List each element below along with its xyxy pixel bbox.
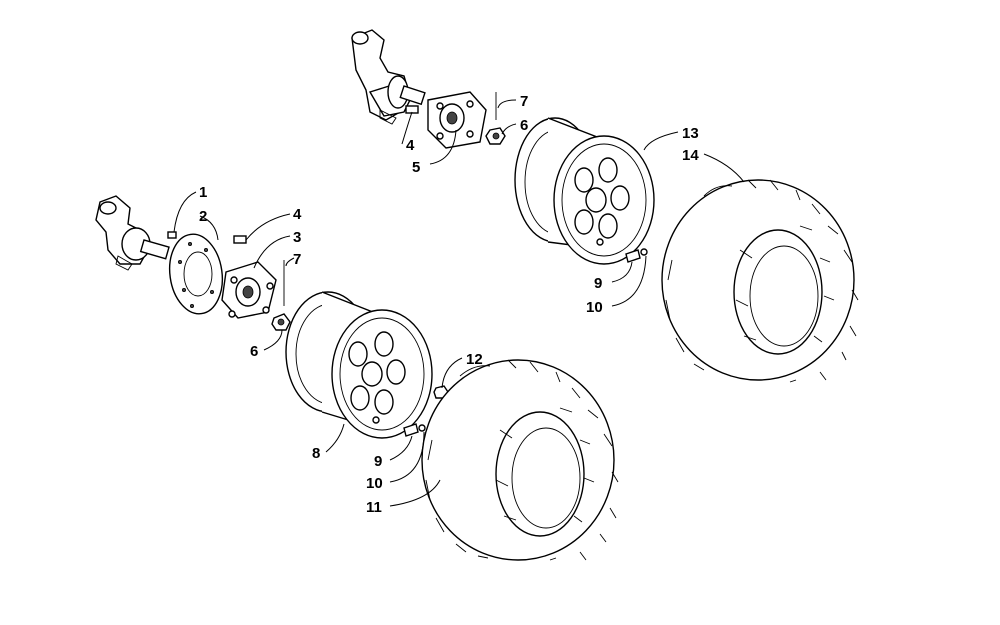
callout-6-lower: 6 <box>250 343 258 360</box>
callout-8: 8 <box>312 445 320 462</box>
lower-hub-nut <box>271 313 291 331</box>
upper-valve-stem <box>625 248 648 263</box>
callout-7-upper: 7 <box>520 93 528 110</box>
callout-9-upper: 9 <box>594 275 602 292</box>
upper-tire <box>661 179 859 383</box>
callout-12: 12 <box>466 351 483 368</box>
lower-steering-knuckle <box>95 195 151 271</box>
brake-disc-bolt <box>167 231 177 239</box>
callout-7-lower: 7 <box>293 251 301 268</box>
upper-steering-knuckle <box>351 29 413 125</box>
brake-disc <box>168 233 224 315</box>
lower-tire <box>421 359 619 561</box>
callout-2: 2 <box>199 208 207 225</box>
callout-9-lower: 9 <box>374 453 382 470</box>
upper-rim <box>514 117 655 265</box>
upper-wheel-stud <box>405 105 419 114</box>
leader-lines <box>173 99 745 507</box>
callout-6-upper: 6 <box>520 117 528 134</box>
callout-4-lower: 4 <box>293 206 302 223</box>
upper-hub-nut <box>485 127 506 145</box>
callout-10-upper: 10 <box>586 299 603 316</box>
lower-wheel-stud <box>233 235 247 244</box>
upper-axle-spline <box>399 85 426 106</box>
callout-11: 11 <box>366 499 382 516</box>
callout-13: 13 <box>682 125 699 142</box>
callout-4-upper: 4 <box>406 137 415 154</box>
upper-hub <box>427 91 487 149</box>
callout-10-lower: 10 <box>366 475 383 492</box>
lower-axle-spline <box>139 239 170 260</box>
callout-14: 14 <box>682 147 699 164</box>
lower-rim <box>285 291 433 439</box>
callout-5: 5 <box>412 159 420 176</box>
callout-1: 1 <box>199 184 207 201</box>
lower-valve-stem <box>403 423 426 437</box>
callout-3: 3 <box>293 229 301 246</box>
callout-labels: 1 2 4 3 7 6 7 6 4 5 13 14 9 10 12 8 9 10… <box>199 93 699 516</box>
lower-hub <box>221 261 277 319</box>
